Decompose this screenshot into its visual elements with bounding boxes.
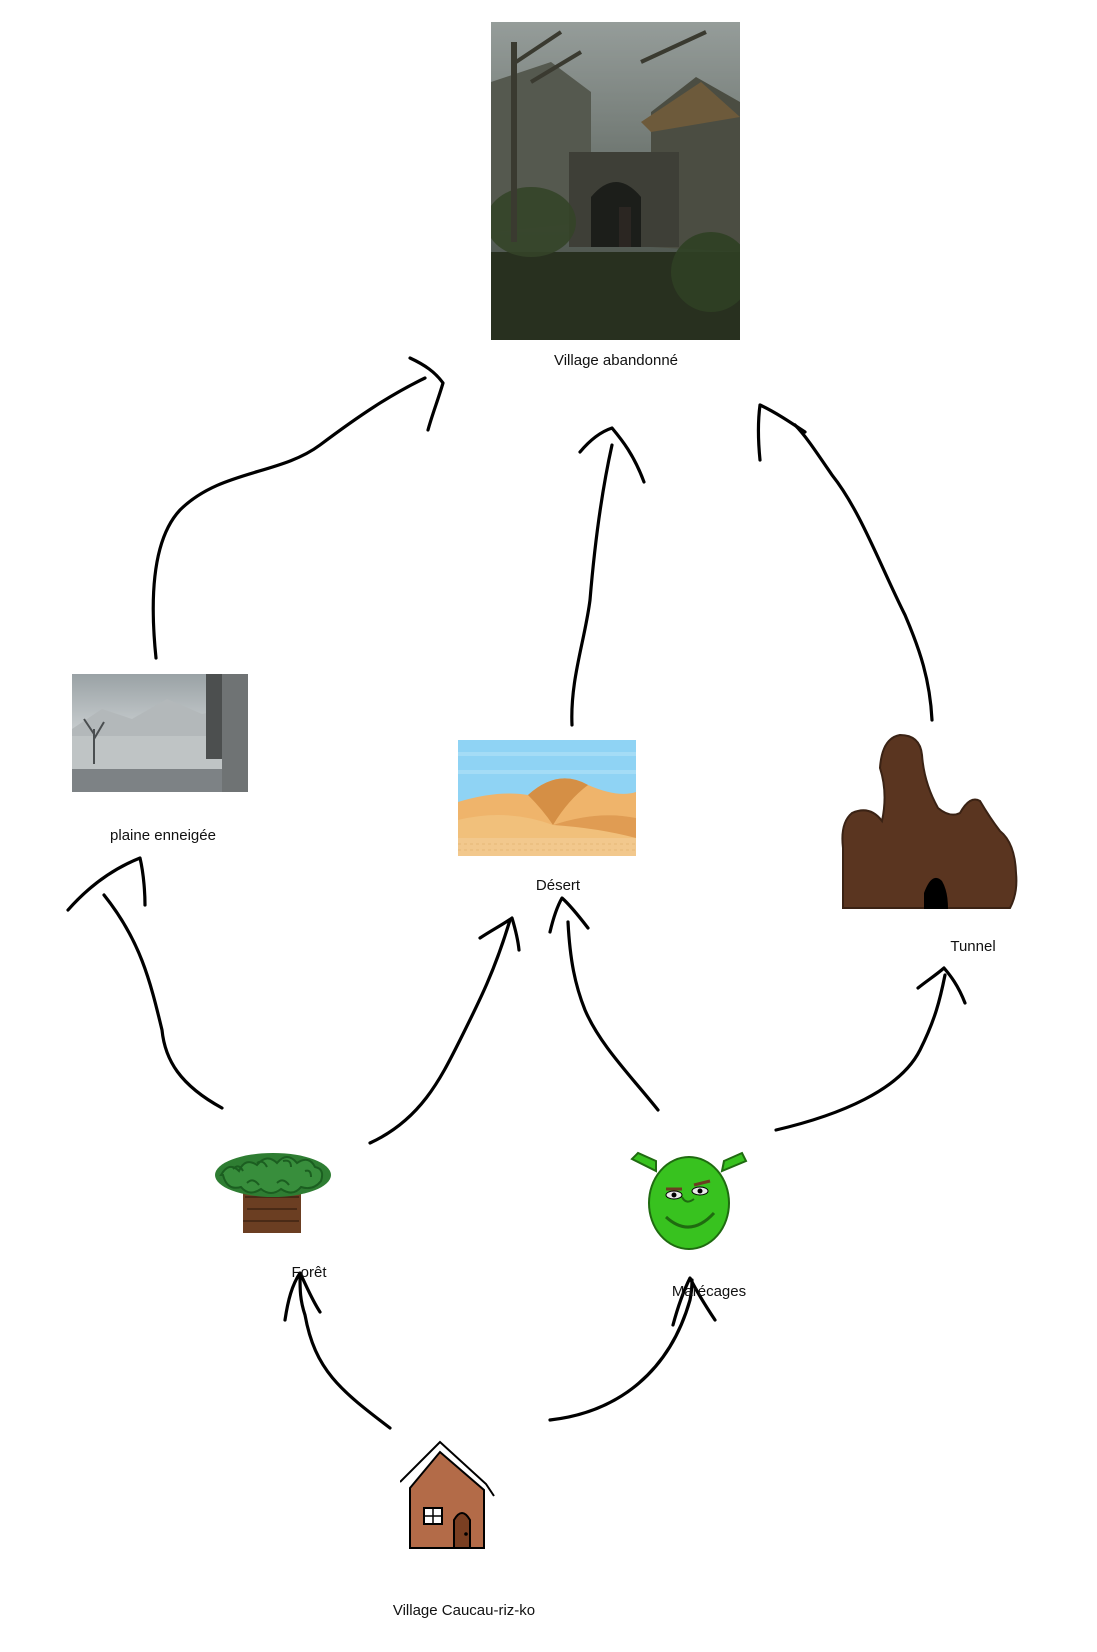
ruined-village-painting — [491, 22, 740, 340]
house-drawing — [400, 1440, 495, 1549]
arrowhead-marecages-to-desert — [548, 896, 590, 934]
arrowhead-tunnel-to-village — [756, 403, 807, 462]
label-plaine-enneigee: plaine enneigée — [110, 827, 216, 844]
arrow-tunnel-to-village — [793, 423, 934, 722]
arrowhead-caucau-to-foret — [283, 1271, 322, 1322]
cave-tunnel-drawing — [841, 733, 1018, 909]
arrowhead-desert-to-village — [578, 426, 646, 484]
arrowhead-foret-to-desert — [478, 916, 521, 952]
label-village-abandonne: Village abandonné — [553, 352, 679, 369]
arrow-foret-to-plaine — [102, 893, 224, 1110]
arrowhead-plaine-to-village — [408, 356, 445, 432]
arrowhead-foret-to-plaine — [66, 856, 147, 912]
label-desert: Désert — [535, 877, 581, 894]
label-marecages: Marécages — [671, 1283, 747, 1300]
arrowhead-marecages-to-tunnel — [916, 966, 967, 1005]
label-tunnel: Tunnel — [950, 938, 996, 955]
tree-drawing — [215, 1153, 331, 1233]
arrow-caucau-to-foret — [298, 1273, 392, 1430]
ogre-face-drawing — [630, 1151, 748, 1250]
arrow-desert-to-village — [570, 443, 614, 727]
arrow-plaine-to-village — [151, 376, 427, 660]
arrow-marecages-to-desert — [566, 920, 660, 1112]
label-village-caucau: Village Caucau-riz-ko — [392, 1602, 536, 1619]
arrow-caucau-to-marecages — [548, 1278, 694, 1422]
sand-dunes-picture — [458, 740, 636, 856]
arrow-foret-to-desert — [368, 918, 512, 1145]
snowy-plain-painting — [72, 674, 248, 792]
label-foret: Forêt — [291, 1264, 327, 1281]
arrowhead-caucau-to-marecages — [671, 1276, 717, 1327]
arrow-marecages-to-tunnel — [774, 973, 947, 1132]
